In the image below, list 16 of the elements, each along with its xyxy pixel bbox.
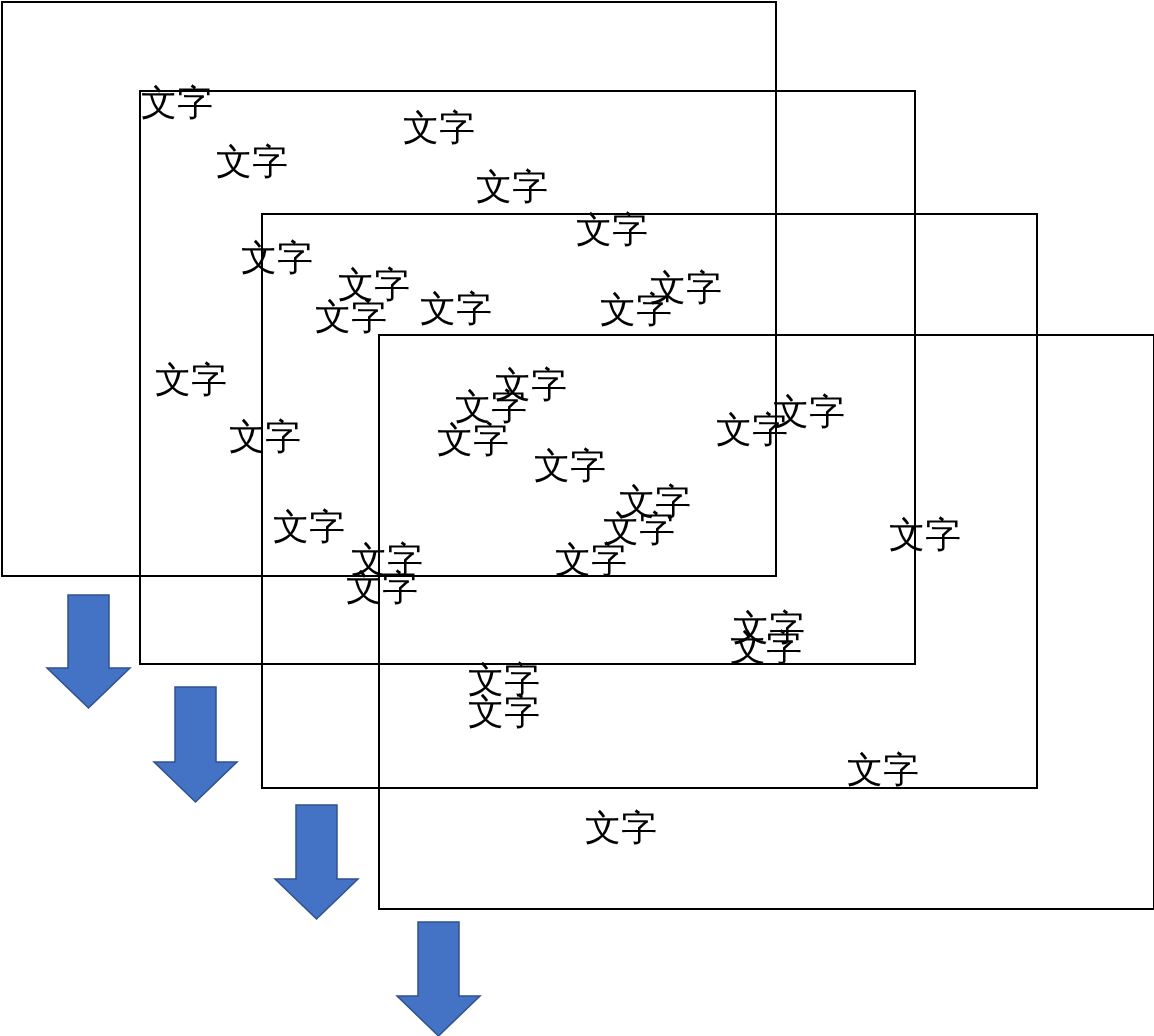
text-label: 文字 (576, 212, 648, 248)
text-label: 文字 (847, 752, 919, 788)
text-label: 文字 (420, 291, 492, 327)
text-label: 文字 (476, 169, 548, 205)
text-label: 文字 (437, 422, 509, 458)
text-label: 文字 (273, 509, 345, 545)
text-label: 文字 (155, 362, 227, 398)
down-arrow (273, 804, 360, 921)
down-arrow (45, 594, 132, 710)
text-label: 文字 (585, 810, 657, 846)
text-label: 文字 (403, 110, 475, 146)
down-arrow (152, 686, 239, 804)
text-label: 文字 (216, 144, 288, 180)
text-label: 文字 (534, 448, 606, 484)
text-label: 文字 (229, 419, 301, 455)
down-arrow (395, 921, 482, 1036)
